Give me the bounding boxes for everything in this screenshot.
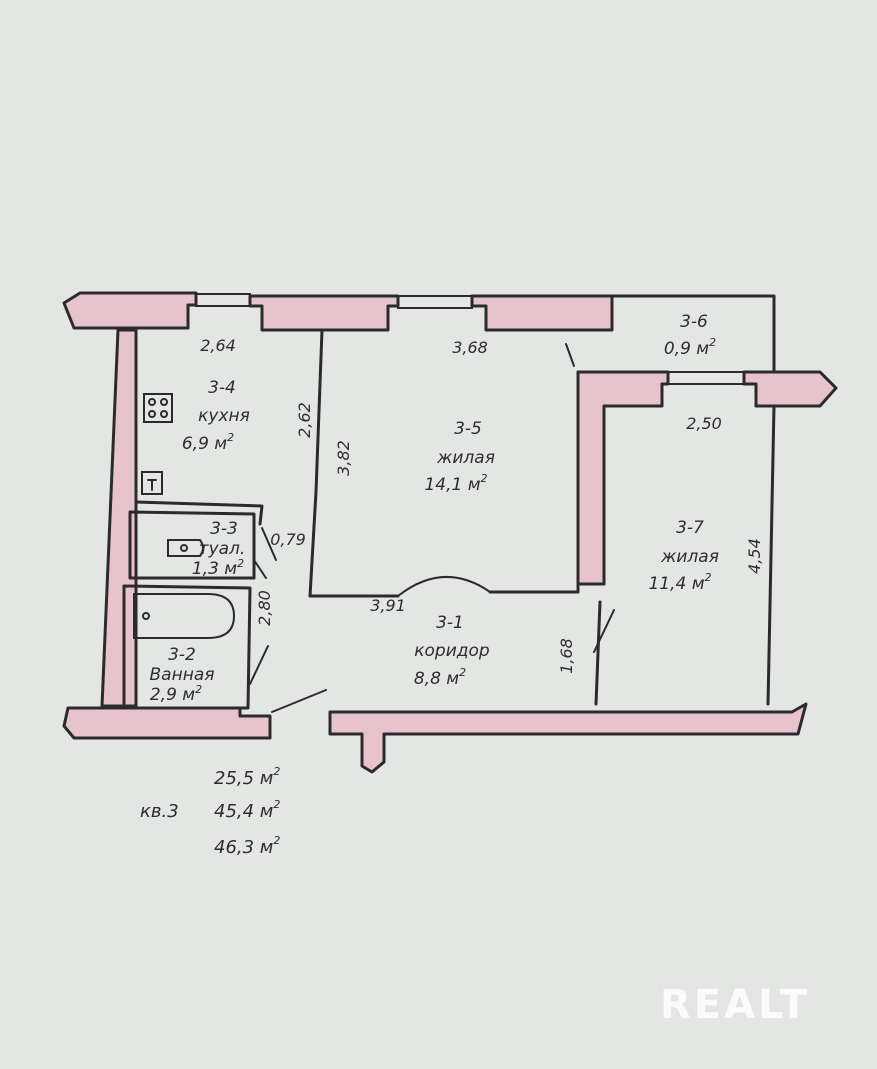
total-area: 45,4 м — [214, 801, 273, 822]
room35-door-arc — [397, 575, 491, 597]
room-3-7: 3-7 жилая 11,4 м2 — [648, 518, 718, 594]
room-area: 8,8 м — [414, 669, 459, 689]
room-id: 3-4 — [208, 378, 236, 398]
dimension-3-91: 3,91 — [370, 596, 406, 615]
dimensions: 2,64 3,68 2,50 2,62 3,82 0,79 2,80 3,91 … — [200, 336, 764, 674]
room-area-sup: 2 — [705, 571, 712, 584]
room-id: 3-3 — [210, 519, 238, 539]
room-3-5: 3-5 жилая 14,1 м2 — [424, 419, 494, 495]
room-3-6: 3-6 0,9 м2 — [664, 312, 716, 359]
room-area: 11,4 м — [648, 574, 704, 594]
fixtures — [133, 393, 236, 639]
svg-text:11,4 м2: 11,4 м2 — [648, 571, 711, 594]
window-top-2 — [397, 295, 473, 309]
room37-top-wall-right — [742, 370, 838, 408]
apartment-number: кв.3 — [140, 801, 179, 822]
realt-watermark-logo: REALT — [660, 982, 810, 1028]
balcony-door-swing — [565, 343, 575, 367]
dimension-2-50: 2,50 — [686, 414, 722, 433]
room37-right-wall — [766, 404, 776, 706]
top-wall-left — [62, 291, 198, 330]
partition-room35-bottom — [488, 582, 580, 594]
top-wall-middle — [248, 294, 400, 332]
svg-text:8,8 м2: 8,8 м2 — [414, 666, 466, 689]
room-name: кухня — [198, 406, 250, 426]
svg-text:6,9 м2: 6,9 м2 — [182, 431, 234, 454]
dimension-2-62: 2,62 — [295, 402, 314, 438]
bottom-wall-right — [328, 702, 808, 774]
svg-text:25,5 м2: 25,5 м2 — [214, 765, 280, 789]
room-name: жилая — [436, 448, 495, 468]
room-area-sup: 2 — [237, 557, 244, 570]
room-3-2: 3-2 Ванная 2,9 м2 — [150, 645, 215, 705]
room-id: 3-7 — [676, 518, 704, 538]
room-area: 1,3 м — [192, 559, 237, 579]
window-top-1 — [195, 293, 251, 307]
toilet-bowl-icon — [167, 539, 204, 557]
toilet-outline — [128, 510, 256, 580]
room-id: 3-2 — [168, 645, 196, 665]
room-name: туал. — [199, 539, 246, 559]
dimension-1-68: 1,68 — [557, 638, 576, 674]
walls — [62, 291, 838, 774]
left-wall — [100, 328, 138, 708]
room-id: 3-5 — [454, 419, 482, 439]
bathroom-outline — [122, 584, 252, 710]
living-area-sup: 2 — [273, 765, 280, 778]
svg-text:2,9 м2: 2,9 м2 — [150, 683, 202, 705]
room-area-sup: 2 — [481, 472, 488, 485]
room-area: 2,9 м — [150, 685, 195, 705]
room-3-1: 3-1 коридор 8,8 м2 — [414, 613, 490, 689]
top-wall-right — [470, 294, 614, 332]
kitchen-bottom-wall — [134, 500, 264, 526]
room-area-sup: 2 — [227, 431, 234, 444]
dimension-2-64: 2,64 — [200, 336, 236, 355]
svg-text:46,3 м2: 46,3 м2 — [214, 834, 280, 858]
balcony-outline — [610, 294, 776, 374]
dimension-2-80: 2,80 — [255, 590, 274, 626]
stove-icon — [143, 393, 173, 423]
room-id: 3-6 — [680, 312, 708, 332]
entrance-door-swing — [271, 689, 327, 713]
room-name: коридор — [414, 641, 490, 661]
partition-kitchen-room35 — [308, 328, 400, 598]
svg-text:45,4 м2: 45,4 м2 — [214, 798, 280, 822]
dimension-3-82: 3,82 — [334, 440, 353, 476]
svg-text:0,9 м2: 0,9 м2 — [664, 336, 716, 359]
bottom-wall-left — [62, 706, 272, 740]
room-area: 0,9 м — [664, 339, 709, 359]
room-area: 14,1 м — [424, 475, 480, 495]
bathroom-door-swing — [249, 645, 269, 685]
dimension-3-68: 3,68 — [452, 338, 488, 357]
kitchen-door-swing — [261, 527, 277, 561]
room-name: Ванная — [150, 665, 215, 685]
room-name: жилая — [660, 547, 719, 567]
window-room37 — [667, 371, 745, 385]
bathtub-icon — [133, 593, 236, 639]
room-area: 6,9 м — [182, 434, 227, 454]
dimension-0-79: 0,79 — [270, 530, 306, 549]
room-area-sup: 2 — [709, 336, 716, 349]
toilet-door-swing — [253, 559, 267, 579]
partition-room37-corridor — [594, 600, 602, 706]
area-summary: 25,5 м2 кв.3 45,4 м2 46,3 м2 — [140, 765, 280, 858]
room-3-4: 3-4 кухня 6,9 м2 — [182, 378, 250, 454]
interior-lines — [122, 294, 776, 713]
room-area-sup: 2 — [459, 666, 466, 679]
dimension-4-54: 4,54 — [745, 538, 764, 574]
sink-icon — [141, 471, 163, 495]
total-area-sup: 2 — [273, 798, 280, 811]
room37-top-wall — [576, 370, 670, 586]
svg-text:1,3 м2: 1,3 м2 — [192, 557, 244, 579]
room-area-sup: 2 — [195, 683, 202, 696]
room-3-3: 3-3 туал. 1,3 м2 — [192, 519, 245, 579]
living-area: 25,5 м — [214, 768, 273, 789]
room-id: 3-1 — [436, 613, 464, 633]
room37-door-swing — [593, 609, 615, 653]
svg-text:14,1 м2: 14,1 м2 — [424, 472, 487, 495]
gross-area-sup: 2 — [273, 834, 280, 847]
gross-area: 46,3 м — [214, 837, 273, 858]
